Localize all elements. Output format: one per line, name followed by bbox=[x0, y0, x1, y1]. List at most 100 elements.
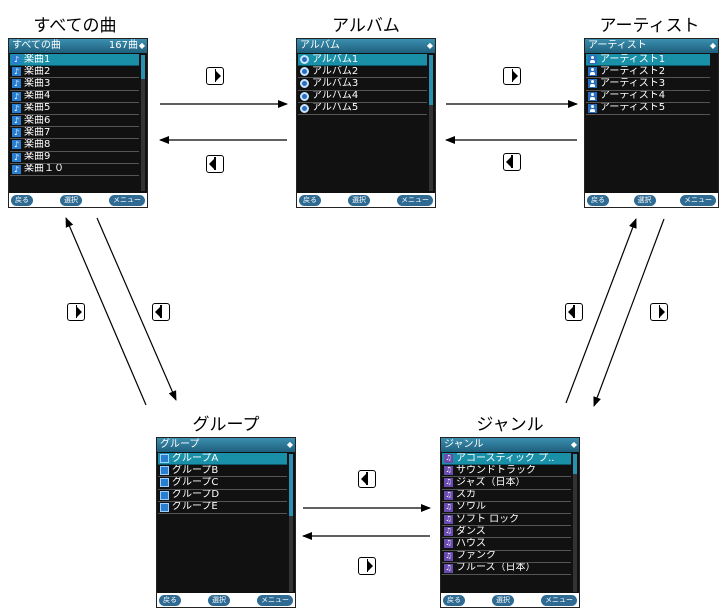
list-item[interactable]: ♫ブルース（日本） bbox=[442, 563, 571, 575]
key-arrow bbox=[368, 561, 373, 571]
left-key-icon bbox=[565, 303, 583, 321]
list-item[interactable]: ♪楽曲7 bbox=[10, 127, 139, 140]
key-arrow bbox=[513, 71, 518, 81]
list-item[interactable]: ♫ハウス bbox=[442, 538, 571, 551]
list-item[interactable]: ♫ダンス bbox=[442, 526, 571, 539]
folder-icon bbox=[160, 466, 169, 476]
album-disc-icon bbox=[300, 103, 309, 113]
screen-album: アルバム ◆ アルバム1 アルバム2 アルバム3 アルバム4 アルバム5 戻る … bbox=[296, 38, 436, 208]
list-item-label: 楽曲１０ bbox=[24, 163, 64, 175]
list-item[interactable]: ♪楽曲5 bbox=[10, 103, 139, 115]
back-softkey[interactable]: 戻る bbox=[587, 194, 609, 206]
select-softkey[interactable]: 選択 bbox=[208, 594, 230, 606]
back-softkey[interactable]: 戻る bbox=[11, 194, 33, 206]
list-item[interactable]: ♪楽曲6 bbox=[10, 115, 139, 128]
list-item[interactable]: ♫ソフト ロック bbox=[442, 514, 571, 527]
key-arrow bbox=[209, 159, 214, 169]
list-item[interactable]: グループE bbox=[158, 502, 287, 514]
list-item[interactable]: アーティスト4 bbox=[586, 91, 710, 103]
list-item-label: アルバム3 bbox=[312, 78, 359, 89]
menu-softkey[interactable]: メニュー bbox=[109, 194, 145, 206]
list-item[interactable]: ♪楽曲2 bbox=[10, 66, 139, 79]
key-bar bbox=[366, 472, 368, 485]
scroll-thumb[interactable] bbox=[573, 454, 577, 474]
music-note-icon: ♪ bbox=[12, 91, 21, 101]
select-softkey[interactable]: 選択 bbox=[348, 194, 370, 206]
list-item[interactable]: ♪楽曲１０ bbox=[10, 164, 139, 176]
back-softkey[interactable]: 戻る bbox=[299, 194, 321, 206]
list-item-label: アーティスト3 bbox=[600, 78, 666, 89]
album-disc-icon bbox=[300, 67, 309, 77]
artist-list: アーティスト1 アーティスト2 アーティスト3 アーティスト4 アーティスト5 bbox=[586, 54, 710, 115]
album-disc-icon bbox=[300, 55, 309, 65]
menu-softkey[interactable]: メニュー bbox=[257, 594, 293, 606]
person-icon bbox=[588, 55, 597, 65]
menu-softkey[interactable]: メニュー bbox=[680, 194, 716, 206]
arrow-songs-to-group bbox=[96, 217, 177, 401]
scrollbar[interactable] bbox=[429, 55, 433, 191]
scroll-indicator-icon: ◆ bbox=[286, 440, 293, 449]
list-item[interactable]: グループC bbox=[158, 477, 287, 490]
arrow-group-to-songs bbox=[65, 217, 147, 406]
key-bar bbox=[366, 559, 368, 572]
key-bar bbox=[160, 305, 162, 318]
list-item-label: 楽曲4 bbox=[24, 90, 51, 102]
list-item[interactable]: ♫ソウル bbox=[442, 502, 571, 514]
right-key-icon bbox=[650, 303, 668, 321]
key-arrow bbox=[155, 307, 160, 317]
scroll-thumb[interactable] bbox=[289, 454, 293, 516]
list-item[interactable]: アルバム1 bbox=[298, 54, 427, 67]
menu-softkey[interactable]: メニュー bbox=[397, 194, 433, 206]
softkey-bar: 戻る 選択 メニュー bbox=[585, 193, 718, 207]
title-genre: ジャンル bbox=[476, 415, 544, 435]
list-item[interactable]: ♫スカ bbox=[442, 490, 571, 502]
select-softkey[interactable]: 選択 bbox=[633, 194, 656, 206]
scrollbar[interactable] bbox=[289, 454, 293, 592]
person-icon bbox=[588, 79, 597, 89]
list-item[interactable]: ♪楽曲1 bbox=[10, 54, 139, 67]
music-note-icon: ♪ bbox=[12, 55, 21, 65]
list-item[interactable]: アルバム3 bbox=[298, 78, 427, 91]
list-item[interactable]: ♪楽曲8 bbox=[10, 139, 139, 152]
list-item[interactable]: ♪楽曲9 bbox=[10, 152, 139, 164]
list-item[interactable]: アーティスト3 bbox=[586, 78, 710, 91]
screen-header-label: すべての曲 bbox=[12, 40, 61, 51]
list-item[interactable]: グループA bbox=[158, 453, 287, 466]
scroll-indicator-icon: ◆ bbox=[426, 41, 433, 50]
list-item[interactable]: アルバム2 bbox=[298, 66, 427, 79]
list-item[interactable]: ♪楽曲3 bbox=[10, 78, 139, 91]
list-item[interactable]: アーティスト5 bbox=[586, 103, 710, 115]
list-item-label: 楽曲1 bbox=[24, 54, 51, 65]
menu-softkey[interactable]: メニュー bbox=[541, 594, 577, 606]
list-item[interactable]: アーティスト2 bbox=[586, 66, 710, 79]
scrollbar[interactable] bbox=[141, 55, 145, 191]
genre-icon: ♫ bbox=[444, 454, 453, 464]
screen-genre: ジャンル ◆ ♫アコースティック プ.. ♫サウンドトラック ♫ジャズ（日本） … bbox=[440, 437, 580, 608]
list-item[interactable]: グループB bbox=[158, 465, 287, 478]
list-item[interactable]: アルバム4 bbox=[298, 91, 427, 103]
scroll-thumb[interactable] bbox=[429, 55, 433, 105]
list-item[interactable]: ♫ファンク bbox=[442, 551, 571, 563]
list-item[interactable]: アルバム5 bbox=[298, 103, 427, 115]
scroll-thumb[interactable] bbox=[141, 55, 145, 79]
key-bar bbox=[658, 305, 660, 318]
list-item-label: ハウス bbox=[456, 538, 486, 549]
folder-icon bbox=[160, 490, 169, 500]
list-item[interactable]: アーティスト1 bbox=[586, 54, 710, 67]
back-softkey[interactable]: 戻る bbox=[159, 594, 181, 606]
list-item[interactable]: ♫アコースティック プ.. bbox=[442, 453, 571, 466]
select-softkey[interactable]: 選択 bbox=[60, 194, 82, 206]
group-list: グループA グループB グループC グループD グループE bbox=[158, 453, 287, 514]
select-softkey[interactable]: 選択 bbox=[492, 594, 514, 606]
list-item[interactable]: ♫ジャズ（日本） bbox=[442, 477, 571, 490]
softkey-bar: 戻る 選択 メニュー bbox=[297, 193, 435, 207]
screen-header: グループ ◆ bbox=[157, 438, 295, 452]
list-item[interactable]: ♫サウンドトラック bbox=[442, 465, 571, 478]
genre-icon: ♫ bbox=[444, 551, 453, 561]
screen-header: アルバム ◆ bbox=[297, 39, 435, 53]
scrollbar[interactable] bbox=[573, 454, 577, 592]
music-note-icon: ♪ bbox=[12, 67, 21, 77]
list-item[interactable]: グループD bbox=[158, 490, 287, 502]
list-item[interactable]: ♪楽曲4 bbox=[10, 91, 139, 103]
back-softkey[interactable]: 戻る bbox=[443, 594, 465, 606]
